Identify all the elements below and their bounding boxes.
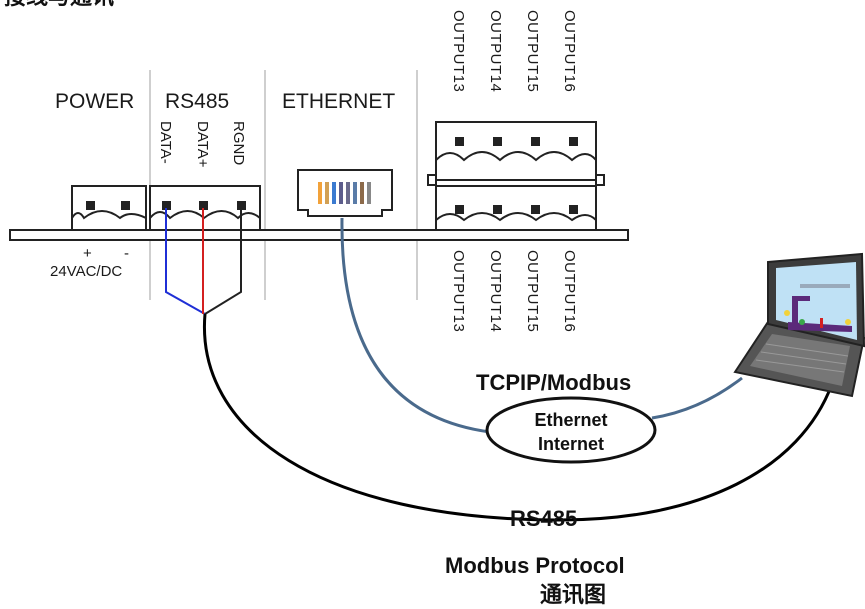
rj45-port <box>297 169 393 217</box>
cloud-label-internet: Internet <box>538 434 604 454</box>
output-tab-left <box>427 174 437 186</box>
pcb-board <box>9 229 629 241</box>
page-title: 接线与通讯 <box>4 0 114 9</box>
output-label-bottom-14: OUTPUT14 <box>487 250 504 332</box>
data-minus-wire <box>165 208 206 315</box>
power-plus-label: + <box>83 245 92 262</box>
output-terminal-top <box>435 121 597 181</box>
ethernet-label: ETHERNET <box>282 90 395 113</box>
output-terminal-bottom <box>435 185 597 231</box>
laptop-icon <box>733 252 865 398</box>
network-cloud <box>485 396 657 464</box>
rgnd-wire <box>204 208 242 315</box>
tcpip-modbus-label: TCPIP/Modbus <box>476 370 631 395</box>
rs485-cable-label: RS485 <box>510 506 577 531</box>
power-label: POWER <box>55 90 134 113</box>
ethernet-cable-right <box>651 376 743 420</box>
rs485-cable <box>202 313 834 522</box>
pin-label-data-minus: DATA- <box>157 121 174 164</box>
pin-label-data-plus: DATA+ <box>194 121 211 168</box>
cloud-label-ethernet: Ethernet <box>534 410 607 430</box>
output-label-bottom-13: OUTPUT13 <box>450 250 467 332</box>
pin-label-rgnd: RGND <box>230 121 247 165</box>
power-minus-label: - <box>124 245 129 262</box>
power-rating-label: 24VAC/DC <box>50 263 122 280</box>
ethernet-cable-left <box>340 217 491 434</box>
output-label-bottom-15: OUTPUT15 <box>524 250 541 332</box>
output-label-top-14: OUTPUT14 <box>487 10 504 92</box>
modbus-protocol-label: Modbus Protocol <box>445 553 625 578</box>
output-label-top-16: OUTPUT16 <box>561 10 578 92</box>
output-tab-right <box>595 174 605 186</box>
output-label-bottom-16: OUTPUT16 <box>561 250 578 332</box>
diagram-caption: 通讯图 <box>540 582 606 607</box>
power-terminal-block <box>71 185 147 231</box>
output-label-top-13: OUTPUT13 <box>450 10 467 92</box>
rs485-section-label: RS485 <box>165 90 229 113</box>
output-label-top-15: OUTPUT15 <box>524 10 541 92</box>
